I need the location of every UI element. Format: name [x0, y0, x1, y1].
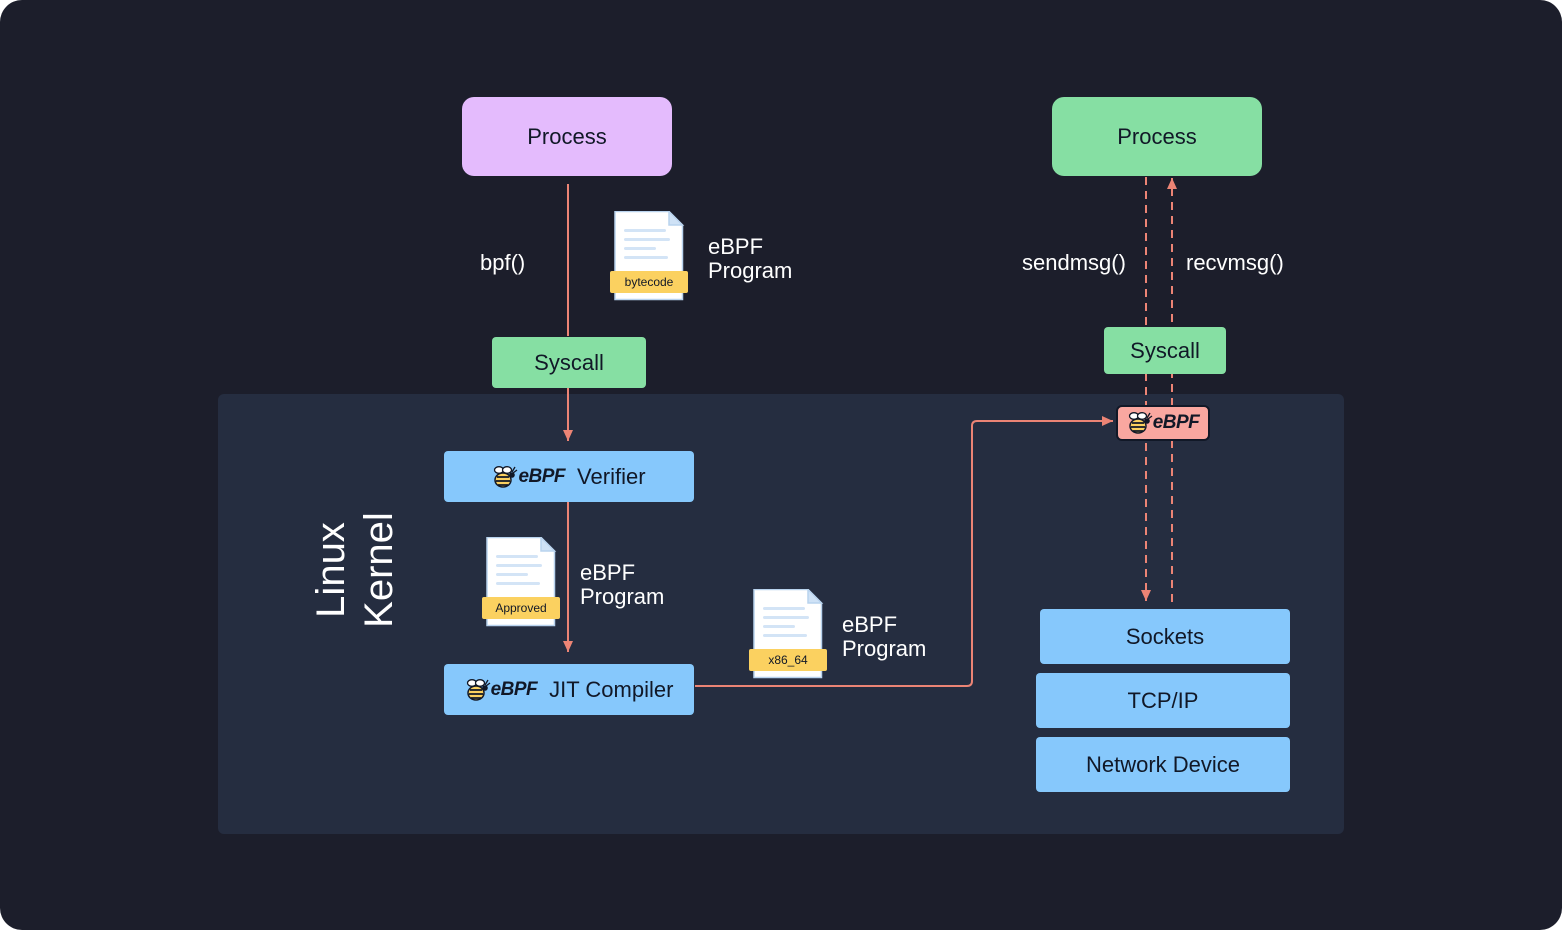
ebpf-logo-text: eBPF — [518, 465, 566, 487]
jit-compiler-box: eBPF JIT Compiler — [444, 664, 694, 715]
bytecode-label-line1: eBPF — [708, 234, 764, 259]
native-code-document: x86_64 — [749, 589, 839, 681]
bytecode-tag: bytecode — [610, 271, 688, 293]
native-label-line2: Program — [842, 636, 927, 661]
verifier-label: Verifier — [577, 463, 646, 489]
process-box-right: Process — [1052, 97, 1262, 176]
ebpf-logo: eBPF — [492, 465, 566, 489]
ebpf-logo: eBPF — [1127, 411, 1200, 435]
process-box-left: Process — [462, 97, 672, 176]
syscall-box-right: Syscall — [1104, 327, 1226, 374]
syscall-box-left: Syscall — [492, 337, 646, 388]
native-program-label: eBPF Program — [842, 613, 926, 661]
arrow-jit-to-hook — [695, 416, 1113, 687]
network-device-box: Network Device — [1036, 737, 1290, 792]
approved-document: Approved — [482, 537, 572, 629]
recvmsg-label: recvmsg() — [1186, 250, 1284, 275]
x86-64-tag: x86_64 — [749, 649, 827, 671]
bee-logo-icon — [466, 678, 490, 701]
ebpf-logo-text: eBPF — [1152, 412, 1200, 433]
bytecode-program-label: eBPF Program — [708, 235, 792, 283]
bee-logo-icon — [1128, 412, 1153, 434]
sockets-box: Sockets — [1040, 609, 1290, 664]
approved-label-line2: Program — [580, 584, 665, 609]
approved-program-label: eBPF Program — [580, 561, 664, 609]
verifier-box: eBPF Verifier — [444, 451, 694, 502]
bee-logo-icon — [494, 465, 518, 488]
bpf-syscall-label: bpf() — [480, 250, 526, 275]
bytecode-label-line2: Program — [708, 258, 793, 283]
ebpf-logo-text: eBPF — [490, 678, 538, 700]
tcp-ip-box: TCP/IP — [1036, 673, 1290, 728]
sendmsg-label: sendmsg() — [1022, 250, 1126, 275]
ebpf-hook-badge: eBPF — [1116, 405, 1210, 441]
native-label-line1: eBPF — [842, 612, 898, 637]
jit-compiler-label: JIT Compiler — [549, 676, 674, 702]
bytecode-document: bytecode — [610, 211, 700, 303]
approved-tag: Approved — [482, 597, 560, 619]
approved-label-line1: eBPF — [580, 560, 636, 585]
ebpf-logo: eBPF — [465, 678, 538, 702]
